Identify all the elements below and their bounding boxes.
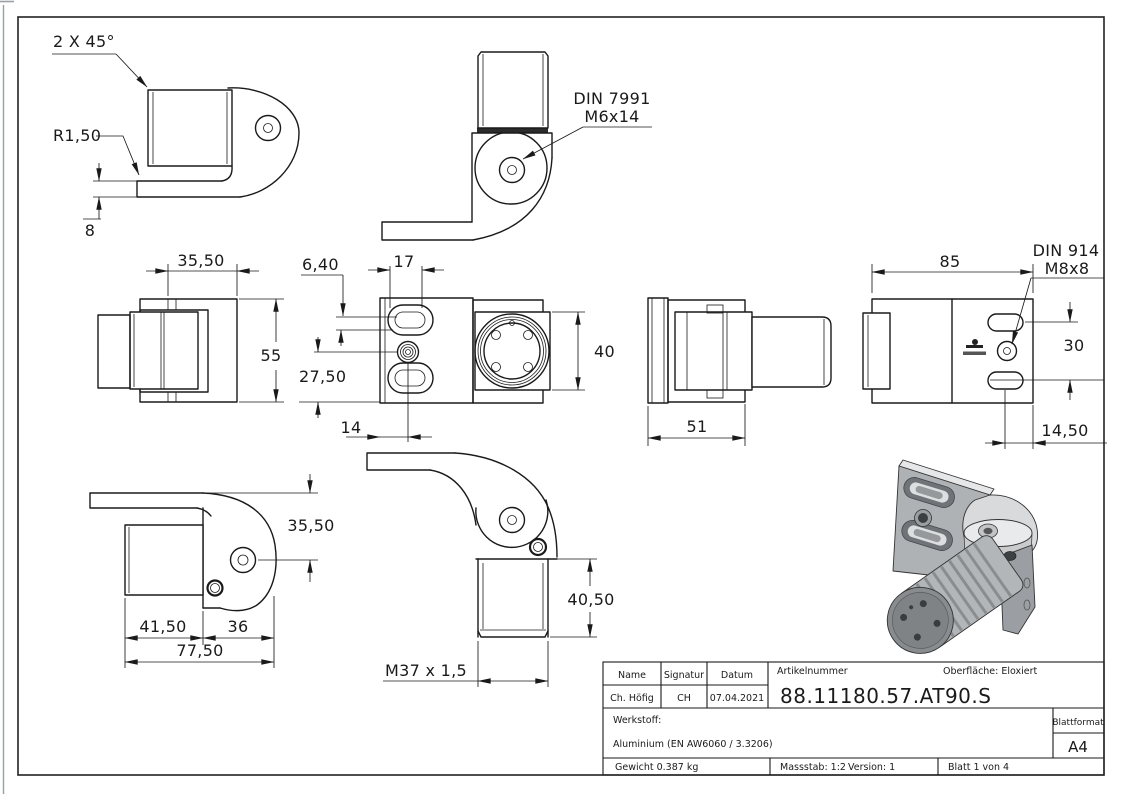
dimension-thread: M37 x 1,5: [383, 641, 549, 687]
dimension-height: 55: [239, 298, 284, 403]
length-label: 85: [940, 252, 961, 271]
view-mid-center: 6,40 27,50 17 14: [299, 252, 615, 442]
drawing-frame: [17, 16, 1105, 776]
chamfer-label: 2 X 45°: [53, 32, 115, 51]
lip-thickness-label: 8: [85, 221, 95, 240]
depth-label: 51: [687, 417, 708, 436]
slot-offset-label: 14,50: [1041, 421, 1088, 440]
dimension-setscrew-callout: DIN 914 M8x8: [1011, 241, 1104, 345]
part-outline: [136, 87, 300, 198]
screw-socket: [983, 527, 993, 535]
head-width-label: 36: [228, 617, 249, 636]
screw-size-label: M6x14: [584, 107, 639, 126]
width-label: 35,50: [177, 251, 224, 270]
material-label: Werkstoff:: [613, 715, 661, 726]
slot-length-label: 17: [394, 252, 415, 271]
dimension-hole-height: 35,50: [206, 474, 334, 582]
dimension-slot-offset: 6,40: [301, 255, 397, 346]
thread-label: M37 x 1,5: [385, 661, 467, 680]
cyl-length-label: 41,50: [139, 617, 186, 636]
slot-spacing-label: 30: [1064, 336, 1085, 355]
dimension-depth: 51: [647, 404, 746, 446]
dimension-slot-offset: 14,50: [985, 390, 1107, 449]
dimension-chain: 41,50 36 77,50: [124, 596, 275, 668]
dimension-length: 85: [871, 252, 1034, 293]
name-value: Ch. Höfig: [610, 693, 654, 704]
total-length-label: 77,50: [176, 641, 223, 660]
sheet-text: Blatt 1 von 4: [948, 762, 1009, 773]
view-bottom-middle: 40,50 M37 x 1,5: [366, 452, 614, 687]
view-far-right: 85 DIN 914 M8x8 30 14,50: [862, 241, 1107, 449]
block-height-label: 40: [594, 342, 615, 361]
view-top-middle: DIN 7991 M6x14: [381, 51, 652, 241]
dimension-hole-offset: 14: [341, 363, 432, 442]
dimension-slot-length: 17: [368, 252, 444, 308]
title-block: Name Signatur Datum Ch. Höfig CH 07.04.2…: [602, 661, 1105, 776]
part-outline: [366, 452, 558, 638]
article-number: 88.11180.57.AT90.S: [780, 684, 991, 708]
end-hole-center: [909, 605, 914, 610]
threaded-cylinder: [886, 535, 1024, 654]
part-outline: [381, 51, 553, 241]
view-bottom-left: 35,50 41,50 36 77,50: [89, 474, 334, 668]
material-value: Aluminium (EN AW6060 / 3.3206): [613, 739, 773, 750]
end-hole-3: [913, 633, 921, 641]
offset-small-label: 6,40: [302, 255, 339, 274]
view-top-left: 2 X 45° R1,50 8: [52, 32, 300, 240]
part-outline: [379, 297, 551, 404]
setscrew-standard-label: DIN 914: [1033, 241, 1100, 260]
view-mid-left: 35,50 55: [97, 251, 284, 403]
view-isometric-3d: [886, 459, 1038, 654]
plate-slot-upper: [903, 477, 955, 508]
article-label: Artikelnummer: [777, 666, 848, 677]
dimension-slot-spacing: 30: [990, 302, 1104, 400]
part-outline: [862, 298, 1034, 404]
part-outline: [89, 492, 277, 612]
setscrew-size-label: M8x8: [1045, 259, 1090, 278]
cyl-length-label: 40,50: [567, 590, 614, 609]
part-outline: [97, 298, 238, 403]
date-label: Datum: [721, 670, 753, 681]
plate-hole-bore: [918, 513, 928, 523]
sheet-format-label: Blattformat: [1052, 718, 1104, 728]
signature-label: Signatur: [664, 670, 704, 681]
signature-value: CH: [677, 693, 691, 704]
dimension-radius: R1,50: [53, 126, 140, 176]
dimension-width: 35,50: [146, 251, 259, 296]
end-hole-1: [900, 613, 908, 621]
hole-height-label: 35,50: [287, 516, 334, 535]
side-detail-2: [1023, 599, 1031, 611]
name-label: Name: [618, 670, 646, 681]
side-detail-1: [1023, 577, 1031, 589]
sheet-format-value: A4: [1068, 738, 1088, 756]
cylinder-end-inner: [892, 592, 949, 649]
hole-offset-label: 14: [341, 418, 362, 437]
radius-label: R1,50: [53, 126, 101, 145]
dimension-cyl-length: 40,50: [550, 558, 614, 638]
view-mid-right: 51: [647, 297, 832, 446]
plate-slot-lower: [901, 520, 953, 551]
version-text: Version: 1: [848, 762, 895, 773]
engraved-logo: [963, 339, 986, 355]
end-hole-2: [919, 600, 927, 608]
surface-text: Oberfläche: Eloxiert: [943, 666, 1038, 677]
offset-bottom-label: 27,50: [299, 367, 346, 386]
weight-text: Gewicht 0.387 kg: [615, 762, 698, 773]
dimension-lip-8: 8: [83, 163, 137, 240]
dimension-chamfer: 2 X 45°: [52, 32, 148, 88]
dimension-block-height: 40: [552, 311, 615, 391]
end-hole-4: [933, 619, 941, 627]
screw-standard-label: DIN 7991: [573, 89, 650, 108]
part-outline: [647, 297, 832, 404]
dimension-bottom-offset: 27,50: [299, 337, 398, 418]
scale-text: Massstab: 1:2: [780, 762, 846, 773]
date-value: 07.04.2021: [710, 693, 764, 704]
dimension-screw-callout: DIN 7991 M6x14: [522, 89, 652, 160]
height-label: 55: [261, 346, 282, 365]
